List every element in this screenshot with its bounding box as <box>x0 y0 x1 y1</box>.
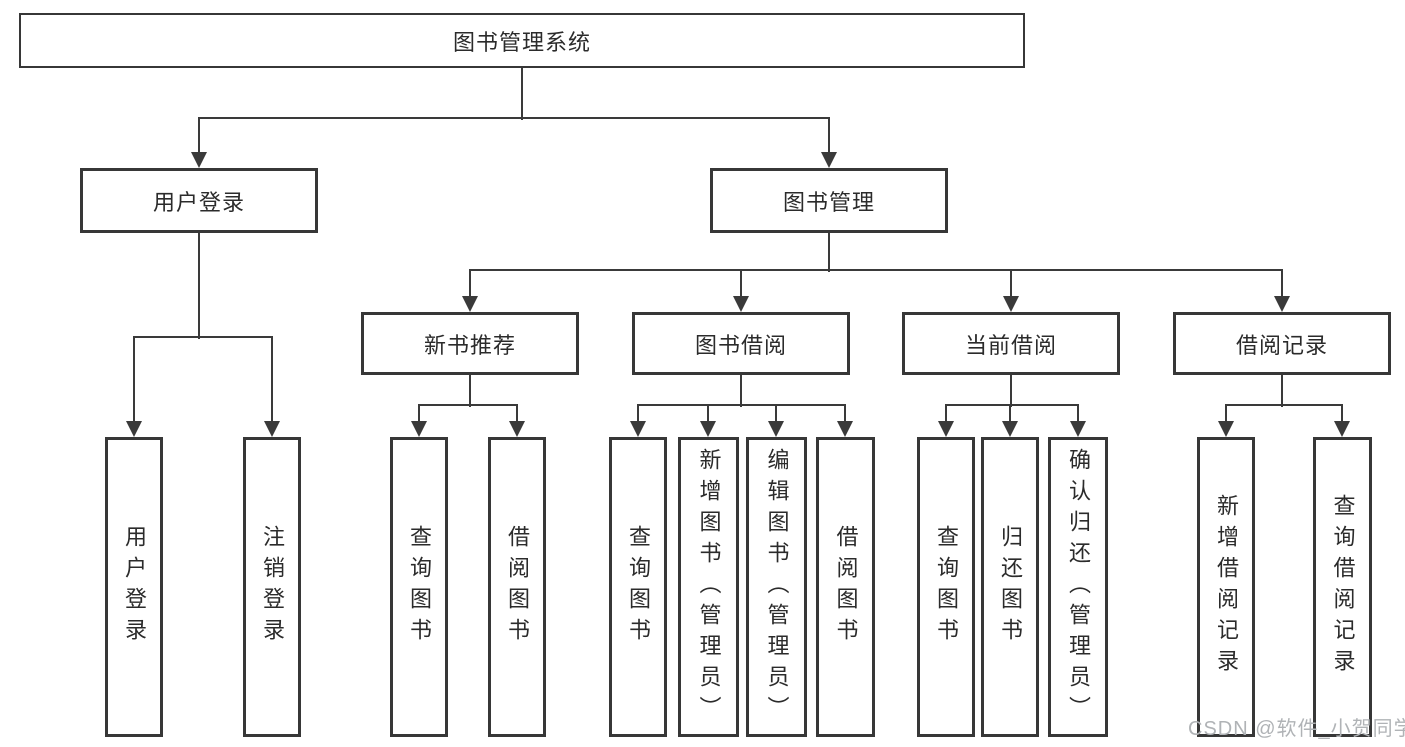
arrowhead-down-icon <box>821 152 837 168</box>
connector-line <box>469 375 471 407</box>
leaf-borrow-books-2: 借阅图书 <box>816 437 875 737</box>
node-borrowing-records: 借阅记录 <box>1173 312 1391 375</box>
arrowhead-down-icon <box>1218 421 1234 437</box>
arrowhead-down-icon <box>1003 296 1019 312</box>
connector-line <box>740 270 742 297</box>
leaf-query-books-1: 查询图书 <box>390 437 448 737</box>
node-current-borrowing: 当前借阅 <box>902 312 1120 375</box>
connector-line <box>198 233 200 339</box>
arrowhead-down-icon <box>462 296 478 312</box>
connector-line <box>945 404 1079 406</box>
connector-line <box>1010 375 1012 407</box>
node-book-management: 图书管理 <box>710 168 948 233</box>
arrowhead-down-icon <box>1334 421 1350 437</box>
connector-line <box>1225 404 1343 406</box>
connector-line <box>516 405 518 422</box>
connector-line <box>1341 405 1343 422</box>
leaf-add-book-admin: 新增图书（管理员） <box>678 437 739 737</box>
connector-line <box>469 269 1283 271</box>
arrowhead-down-icon <box>837 421 853 437</box>
connector-line <box>740 375 742 407</box>
connector-line <box>775 405 777 422</box>
connector-line <box>1225 405 1227 422</box>
leaf-query-borrow-record: 查询借阅记录 <box>1313 437 1372 737</box>
node-library-system: 图书管理系统 <box>19 13 1025 68</box>
leaf-edit-book-admin: 编辑图书（管理员） <box>746 437 807 737</box>
connector-line <box>844 405 846 422</box>
arrowhead-down-icon <box>191 152 207 168</box>
connector-line <box>469 270 471 297</box>
arrowhead-down-icon <box>1274 296 1290 312</box>
connector-line <box>1077 405 1079 422</box>
leaf-confirm-return-admin: 确认归还（管理员） <box>1048 437 1108 737</box>
arrowhead-down-icon <box>733 296 749 312</box>
leaf-return-books: 归还图书 <box>981 437 1039 737</box>
leaf-borrow-books-1: 借阅图书 <box>488 437 546 737</box>
node-book-borrowing: 图书借阅 <box>632 312 850 375</box>
connector-line <box>198 117 830 119</box>
csdn-watermark: CSDN @软件_小贺同学 <box>1188 718 1405 740</box>
connector-line <box>1281 270 1283 297</box>
arrowhead-down-icon <box>509 421 525 437</box>
connector-line <box>133 336 273 338</box>
arrowhead-down-icon <box>1002 421 1018 437</box>
connector-line <box>1281 375 1283 407</box>
connector-line <box>271 337 273 422</box>
connector-line <box>637 405 639 422</box>
arrowhead-down-icon <box>1070 421 1086 437</box>
arrowhead-down-icon <box>700 421 716 437</box>
arrowhead-down-icon <box>768 421 784 437</box>
connector-line <box>828 118 830 153</box>
arrowhead-down-icon <box>264 421 280 437</box>
arrowhead-down-icon <box>630 421 646 437</box>
arrowhead-down-icon <box>938 421 954 437</box>
connector-line <box>1009 405 1011 422</box>
arrowhead-down-icon <box>126 421 142 437</box>
leaf-logout: 注销登录 <box>243 437 301 737</box>
connector-line <box>198 118 200 153</box>
connector-line <box>637 404 846 406</box>
node-new-book-recommendation: 新书推荐 <box>361 312 579 375</box>
leaf-query-books-2: 查询图书 <box>609 437 667 737</box>
connector-line <box>707 405 709 422</box>
node-user-login: 用户登录 <box>80 168 318 233</box>
leaf-user-login: 用户登录 <box>105 437 163 737</box>
connector-line <box>945 405 947 422</box>
leaf-add-borrow-record: 新增借阅记录 <box>1197 437 1255 737</box>
connector-line <box>1010 270 1012 297</box>
connector-line <box>133 337 135 422</box>
connector-line <box>418 405 420 422</box>
connector-line <box>828 233 830 272</box>
arrowhead-down-icon <box>411 421 427 437</box>
connector-line <box>521 68 523 120</box>
connector-line <box>418 404 518 406</box>
leaf-query-books-3: 查询图书 <box>917 437 975 737</box>
